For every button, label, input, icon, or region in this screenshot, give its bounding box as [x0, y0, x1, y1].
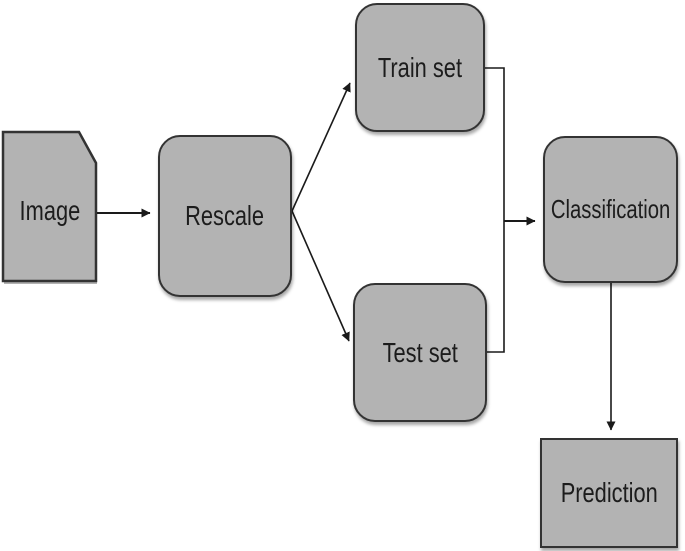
node-test-set-label: Test set: [382, 336, 458, 368]
image-node-shape: [1, 130, 98, 284]
node-prediction: Prediction: [540, 438, 678, 548]
node-image: Image: [3, 132, 96, 281]
node-test-set: Test set: [353, 283, 487, 422]
node-classification: Classification: [543, 136, 678, 283]
node-image-label: Image: [19, 194, 80, 226]
node-rescale: Rescale: [158, 135, 292, 297]
node-classification-label: Classification: [550, 194, 671, 224]
edge-rescale-testset: [291, 210, 350, 342]
edge-merge-bracket: [485, 67, 505, 353]
node-train-set: Train set: [355, 3, 485, 132]
edge-rescale-trainset: [291, 82, 351, 212]
node-train-set-label: Train set: [377, 51, 463, 83]
node-prediction-label: Prediction: [560, 477, 658, 508]
node-rescale-label: Rescale: [185, 200, 265, 231]
